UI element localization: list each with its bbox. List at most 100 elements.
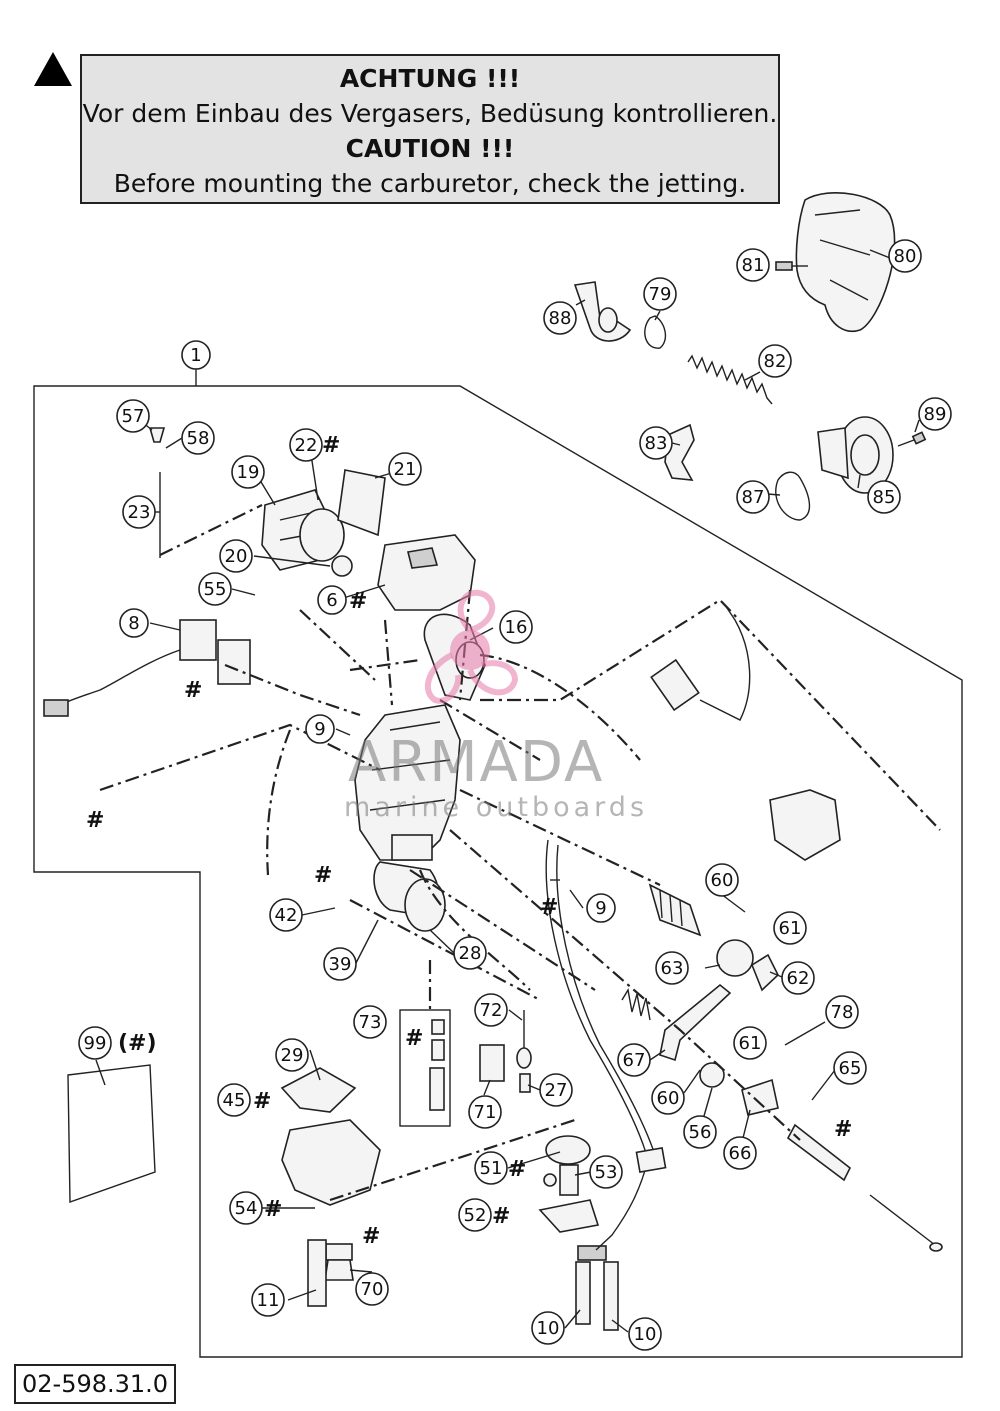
svg-text:79: 79 bbox=[649, 284, 672, 305]
svg-text:#: # bbox=[405, 1026, 423, 1051]
float-bowl-part bbox=[280, 1067, 381, 1281]
svg-text:28: 28 bbox=[459, 943, 482, 964]
notice-title-en: CAUTION !!! bbox=[345, 134, 515, 163]
callout-58: 58 bbox=[181, 421, 215, 455]
clamp-part bbox=[644, 315, 667, 349]
callout-53: 53 bbox=[589, 1155, 623, 1189]
callout-85: 85 bbox=[867, 480, 901, 514]
svg-text:20: 20 bbox=[225, 546, 248, 567]
svg-text:#: # bbox=[314, 863, 332, 888]
caution-notice: ACHTUNG !!! Vor dem Einbau des Vergasers… bbox=[80, 54, 780, 204]
callout-71: 71 bbox=[468, 1095, 502, 1129]
callout-10a: 10 bbox=[531, 1311, 565, 1345]
callout-21: 21 bbox=[388, 452, 422, 486]
svg-text:78: 78 bbox=[831, 1002, 854, 1023]
notice-title-de: ACHTUNG !!! bbox=[339, 64, 521, 93]
diagram-part-number: 02-598.31.0 bbox=[14, 1364, 177, 1404]
top-cap-part bbox=[377, 534, 476, 611]
svg-text:22: 22 bbox=[295, 435, 318, 456]
callout-57: 57 bbox=[116, 399, 150, 433]
svg-text:23: 23 bbox=[128, 502, 151, 523]
callout-51: 51 bbox=[474, 1151, 508, 1185]
svg-text:67: 67 bbox=[623, 1050, 646, 1071]
svg-text:60: 60 bbox=[711, 870, 734, 891]
callout-28: 28 bbox=[453, 936, 487, 970]
svg-text:21: 21 bbox=[394, 459, 417, 480]
callout-11: 11 bbox=[251, 1283, 285, 1317]
svg-text:#: # bbox=[540, 895, 558, 920]
callout-39: 39 bbox=[323, 947, 357, 981]
callout-9a: 9 bbox=[305, 714, 335, 744]
svg-text:87: 87 bbox=[742, 487, 765, 508]
svg-text:#: # bbox=[184, 678, 202, 703]
callout-70: 70 bbox=[355, 1272, 389, 1306]
svg-text:63: 63 bbox=[661, 958, 684, 979]
svg-text:52: 52 bbox=[464, 1205, 487, 1226]
callout-79: 79 bbox=[643, 277, 677, 311]
svg-text:57: 57 bbox=[122, 406, 145, 427]
svg-text:55: 55 bbox=[204, 579, 227, 600]
accelerator-pump-part bbox=[538, 1135, 600, 1233]
svg-text:19: 19 bbox=[237, 462, 260, 483]
callout-56: 56 bbox=[683, 1115, 717, 1149]
callout-61a: 61 bbox=[773, 911, 807, 945]
return-spring-part bbox=[699, 1062, 779, 1116]
throttle-pulley-part bbox=[716, 939, 779, 992]
callout-52: 52 bbox=[458, 1198, 492, 1232]
svg-text:(#): (#) bbox=[118, 1031, 157, 1056]
throttle-shaft-part bbox=[786, 1123, 943, 1252]
callout-10b: 10 bbox=[628, 1317, 662, 1351]
svg-text:88: 88 bbox=[549, 308, 572, 329]
carburetor-cover-part bbox=[795, 192, 896, 332]
callout-42: 42 bbox=[269, 898, 303, 932]
svg-text:9: 9 bbox=[595, 898, 606, 919]
callout-88: 88 bbox=[543, 301, 577, 335]
svg-text:99: 99 bbox=[84, 1033, 107, 1054]
hash-markers: # # # # # # # # # # # # # (#) bbox=[86, 433, 852, 1249]
jet-kit-part bbox=[399, 1009, 451, 1127]
callout-66: 66 bbox=[723, 1136, 757, 1170]
svg-text:8: 8 bbox=[128, 613, 139, 634]
callout-60a: 60 bbox=[705, 863, 739, 897]
svg-text:#: # bbox=[492, 1204, 510, 1229]
carburetor-body bbox=[354, 704, 461, 932]
callout-63: 63 bbox=[655, 951, 689, 985]
notice-text-de: Vor dem Einbau des Vergasers, Bedüsung k… bbox=[82, 99, 778, 128]
callout-65: 65 bbox=[833, 1051, 867, 1085]
manual-sheet-part bbox=[67, 1064, 156, 1203]
svg-text:71: 71 bbox=[474, 1102, 497, 1123]
screw-part-89 bbox=[897, 431, 927, 447]
hose-11-part bbox=[307, 1239, 327, 1307]
tps-sensor-part bbox=[43, 619, 251, 717]
svg-text:45: 45 bbox=[223, 1090, 246, 1111]
diaphragm-cover-part bbox=[261, 469, 386, 577]
callout-55: 55 bbox=[198, 572, 232, 606]
callout-80: 80 bbox=[888, 239, 922, 273]
svg-text:#: # bbox=[322, 433, 340, 458]
callout-27: 27 bbox=[539, 1073, 573, 1107]
callout-73: 73 bbox=[353, 1005, 387, 1039]
o-ring-part bbox=[775, 471, 811, 521]
needle-rod-part bbox=[148, 427, 166, 558]
svg-text:66: 66 bbox=[729, 1143, 752, 1164]
svg-text:#: # bbox=[253, 1089, 271, 1114]
cable-adjuster-part bbox=[648, 883, 702, 937]
svg-text:60: 60 bbox=[657, 1088, 680, 1109]
callout-87: 87 bbox=[736, 480, 770, 514]
svg-text:80: 80 bbox=[894, 246, 917, 267]
svg-text:11: 11 bbox=[257, 1290, 280, 1311]
svg-text:42: 42 bbox=[275, 905, 298, 926]
hose-part bbox=[573, 281, 632, 342]
svg-text:#: # bbox=[508, 1157, 526, 1182]
choke-plunger-part bbox=[650, 604, 841, 861]
svg-text:58: 58 bbox=[187, 428, 210, 449]
svg-text:73: 73 bbox=[359, 1012, 382, 1033]
svg-text:61: 61 bbox=[779, 918, 802, 939]
callout-72: 72 bbox=[474, 993, 508, 1027]
callout-67: 67 bbox=[617, 1043, 651, 1077]
svg-text:27: 27 bbox=[545, 1080, 568, 1101]
callout-45: 45 bbox=[217, 1083, 251, 1117]
callout-62: 62 bbox=[781, 961, 815, 995]
long-hose-part bbox=[545, 839, 667, 1251]
